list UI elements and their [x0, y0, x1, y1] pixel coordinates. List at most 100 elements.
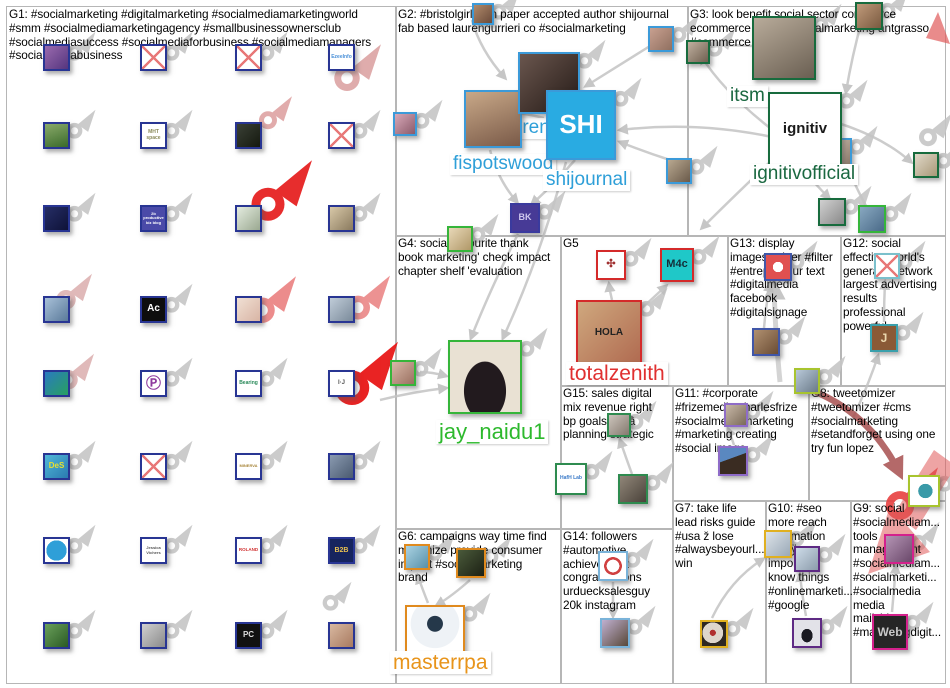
- node-g1-r6c1[interactable]: DeS: [43, 453, 70, 480]
- node-g1-r2c4[interactable]: [328, 122, 355, 149]
- node-g1-r1c4[interactable]: EzeeInfo: [328, 44, 355, 71]
- self-loop-edge: [638, 287, 668, 317]
- node-g1-r3c1[interactable]: [43, 205, 70, 232]
- node-jay-naidu1[interactable]: [448, 340, 522, 414]
- self-loop-edge: [776, 315, 806, 345]
- node-g9-web-logo[interactable]: Web: [872, 614, 908, 650]
- node-shijournal[interactable]: SHI: [546, 90, 616, 160]
- node-g6-avatar-1[interactable]: [404, 544, 430, 570]
- node-g3-avatar-5[interactable]: [858, 205, 886, 233]
- node-g4-avatar-1[interactable]: [447, 226, 473, 252]
- node-totalzenith[interactable]: HOLA: [576, 300, 642, 366]
- node-g15-avatar-2[interactable]: [618, 474, 648, 504]
- node-g1-r5c2[interactable]: Ⓟ: [140, 370, 167, 397]
- node-g1-r3c3[interactable]: [235, 205, 262, 232]
- node-g12-j-logo[interactable]: J: [870, 324, 898, 352]
- node-text-ignitiv-logo: ignitiv: [782, 120, 828, 138]
- self-loop-edge: [258, 609, 288, 639]
- node-g11-avatar-2[interactable]: [718, 446, 748, 476]
- node-g1-r1c1[interactable]: [43, 44, 70, 71]
- node-g14-circle-logo[interactable]: [598, 551, 628, 581]
- node-g1-r4c1[interactable]: [43, 296, 70, 323]
- node-g1-r8c3[interactable]: PC: [235, 622, 262, 649]
- node-g1-r8c1[interactable]: [43, 622, 70, 649]
- self-loop-edge: [163, 609, 193, 639]
- vertex-label-totalzenith[interactable]: totalzenith: [566, 362, 668, 386]
- node-g8-avatar[interactable]: [794, 368, 820, 394]
- node-g7-avatar-1[interactable]: [764, 530, 792, 558]
- vertex-label-masterrpa[interactable]: masterrpa: [390, 651, 491, 675]
- node-g1-r3c2[interactable]: 2b productive biz blog: [140, 205, 167, 232]
- node-g3-itsm-avatar[interactable]: [752, 16, 816, 80]
- node-g1-r2c2[interactable]: MHT space: [140, 122, 167, 149]
- node-g7-avatar-2[interactable]: [700, 620, 728, 648]
- vertex-label-jay-naidu1[interactable]: jay_naidu1: [436, 420, 549, 445]
- node-g11-avatar-1[interactable]: [724, 403, 748, 427]
- node-g15-hafh-logo[interactable]: HafH Lab: [555, 463, 587, 495]
- node-g15-avatar-1[interactable]: [607, 413, 631, 437]
- node-text-g1-r2c2: MHT space: [146, 129, 161, 141]
- node-g2-avatar-2[interactable]: [472, 3, 494, 25]
- node-g10-avatar-2[interactable]: [792, 618, 822, 648]
- self-loop-edge: [576, 39, 606, 69]
- self-loop-edge: [490, 0, 517, 20]
- node-fispotswood[interactable]: [464, 90, 522, 148]
- node-g3-avatar-1[interactable]: [686, 40, 710, 64]
- vertex-label-itsm[interactable]: itsm: [727, 86, 768, 107]
- node-g1-r4c3[interactable]: [235, 296, 262, 323]
- node-text-shijournal: SHI: [559, 109, 603, 140]
- node-g1-r2c3[interactable]: [235, 122, 262, 149]
- node-g3-avatar-4[interactable]: [913, 152, 939, 178]
- node-g8-bird-logo[interactable]: [908, 475, 940, 507]
- self-loop-edge: [163, 283, 193, 313]
- node-g5-crest-logo[interactable]: ✣: [596, 250, 626, 280]
- node-g1-r5c1[interactable]: [43, 370, 70, 397]
- node-g1-r7c2[interactable]: Jessica Vichers: [140, 537, 167, 564]
- node-g1-r1c2[interactable]: [140, 44, 167, 71]
- node-g12-x-node[interactable]: [874, 253, 900, 279]
- node-g2-avatar-4[interactable]: [666, 158, 692, 184]
- node-g1-r7c3[interactable]: ROLAND: [235, 537, 262, 564]
- node-g3-avatar-2[interactable]: [855, 2, 883, 30]
- node-g1-r5c4[interactable]: I·J: [328, 370, 355, 397]
- node-g1-r4c2[interactable]: Ac: [140, 296, 167, 323]
- node-g13-avatar[interactable]: [752, 328, 780, 356]
- group-box-g15: [560, 385, 674, 530]
- node-g9-avatar[interactable]: [884, 534, 914, 564]
- node-g2-avatar-3[interactable]: [648, 26, 674, 52]
- node-g1-r6c4[interactable]: [328, 453, 355, 480]
- node-g5-m4c-logo[interactable]: M4c: [660, 248, 694, 282]
- node-g14-avatar[interactable]: [600, 618, 630, 648]
- node-ignitiv-logo[interactable]: ignitiv: [768, 92, 842, 166]
- node-g1-r5c3[interactable]: Bearing: [235, 370, 262, 397]
- group-box-g10: [765, 500, 852, 684]
- node-text-g1-r7c3: ROLAND: [238, 547, 259, 553]
- node-text-g1-r3c2: 2b productive biz blog: [143, 211, 165, 225]
- group-box-g11: [672, 385, 810, 502]
- node-g1-r2c1[interactable]: [43, 122, 70, 149]
- node-g3-avatar-3[interactable]: [818, 198, 846, 226]
- self-loop-edge: [163, 524, 193, 554]
- node-g6-avatar-2[interactable]: [456, 548, 486, 578]
- node-text-g1-r1c4: EzeeInfo: [331, 53, 352, 60]
- node-g1-r8c2[interactable]: [140, 622, 167, 649]
- node-g1-r1c3[interactable]: [235, 44, 262, 71]
- node-g1-r7c1[interactable]: [43, 537, 70, 564]
- vertex-label-ignitivofficial[interactable]: ignitivofficial: [750, 164, 859, 185]
- node-g2-logo-bk[interactable]: BK: [510, 203, 540, 233]
- node-g10-avatar-1[interactable]: [794, 546, 820, 572]
- node-text-totalzenith: HOLA: [594, 326, 624, 338]
- node-g1-r6c3[interactable]: MINERVA: [235, 453, 262, 480]
- vertex-label-shijournal[interactable]: shijournal: [543, 170, 631, 191]
- node-g13-logo[interactable]: [764, 253, 792, 281]
- node-g4-avatar-2[interactable]: [390, 360, 416, 386]
- node-g1-r6c2[interactable]: [140, 453, 167, 480]
- vertex-label-fispotswood[interactable]: fispotswood: [450, 154, 557, 175]
- node-g1-r4c4[interactable]: [328, 296, 355, 323]
- edge: [814, 389, 904, 481]
- node-g1-r3c4[interactable]: [328, 205, 355, 232]
- node-g1-r8c4[interactable]: [328, 622, 355, 649]
- node-g2-avatar-1[interactable]: [393, 112, 417, 136]
- edge: [840, 122, 914, 165]
- node-g1-r7c4[interactable]: B2B: [328, 537, 355, 564]
